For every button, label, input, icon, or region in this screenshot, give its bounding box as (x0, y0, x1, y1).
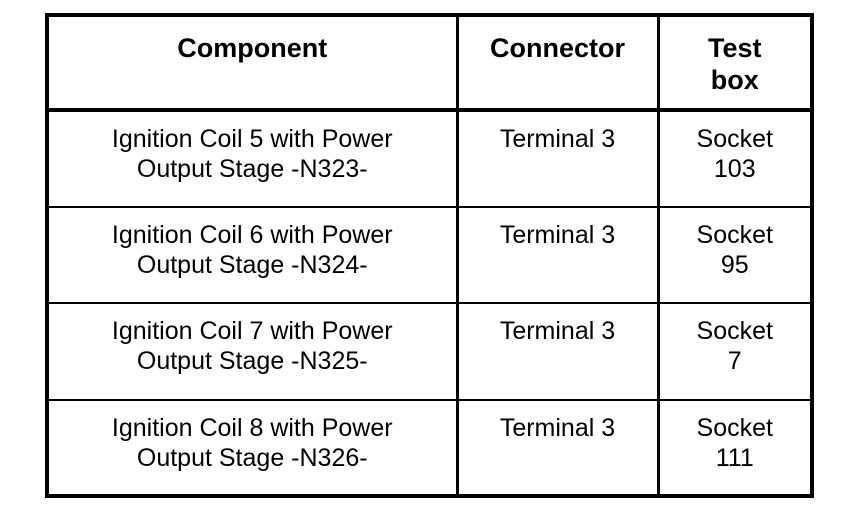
cell-component-line2: Output Stage -N323- (136, 155, 368, 183)
cell-test-box: Socket 7 (656, 302, 812, 400)
cell-component-line2: Output Stage -N324- (136, 250, 368, 279)
cell-component-line2: Output Stage -N325- (136, 347, 368, 375)
cell-test-box-line1: Socket (696, 220, 773, 249)
column-header-test-box: Test box (656, 15, 812, 112)
column-header-connector: Connector (455, 15, 658, 112)
cell-component: Ignition Coil 7 with Power Output Stage … (47, 302, 457, 400)
table-header: Component Connector Test box (47, 15, 812, 112)
table-header-row: Component Connector Test box (47, 15, 812, 112)
column-header-component: Component (47, 15, 457, 112)
cell-test-box-line2: 111 (715, 443, 754, 472)
cell-test-box-line1: Socket (696, 413, 773, 442)
cell-test-box-line2: 95 (720, 250, 749, 279)
cell-component-line1: Ignition Coil 7 with Power (111, 317, 393, 345)
table-body: Ignition Coil 5 with Power Output Stage … (47, 110, 812, 496)
table-row: Ignition Coil 8 with Power Output Stage … (47, 398, 812, 496)
cell-test-box-line2: 103 (713, 155, 756, 183)
cell-component-line2: Output Stage -N326- (136, 443, 368, 472)
cell-component-line1: Ignition Coil 5 with Power (111, 125, 393, 153)
cell-component-line1: Ignition Coil 8 with Power (111, 413, 393, 442)
cell-connector-value: Terminal 3 (499, 413, 616, 442)
column-header-connector-label: Connector (490, 33, 625, 63)
cell-test-box-line2: 7 (727, 347, 742, 375)
cell-connector: Terminal 3 (455, 205, 658, 303)
cell-component: Ignition Coil 5 with Power Output Stage … (47, 110, 457, 207)
cell-connector-value: Terminal 3 (499, 125, 616, 153)
cell-connector: Terminal 3 (455, 110, 658, 207)
cell-test-box: Socket 111 (656, 398, 812, 496)
component-connector-testbox-table: Component Connector Test box Ignition Co… (45, 13, 814, 498)
column-header-test-box-label-line2: box (710, 64, 759, 95)
cell-test-box-line1: Socket (696, 125, 773, 153)
cell-test-box: Socket 95 (656, 205, 812, 303)
cell-test-box-line1: Socket (696, 317, 773, 345)
table-row: Ignition Coil 5 with Power Output Stage … (47, 110, 812, 207)
cell-connector-value: Terminal 3 (499, 220, 616, 249)
cell-connector: Terminal 3 (455, 302, 658, 400)
cell-component-line1: Ignition Coil 6 with Power (111, 220, 393, 249)
column-header-component-label: Component (177, 33, 328, 63)
cell-connector: Terminal 3 (455, 398, 658, 496)
table-row: Ignition Coil 6 with Power Output Stage … (47, 205, 812, 303)
cell-connector-value: Terminal 3 (499, 317, 616, 345)
column-header-test-box-label-line1: Test (707, 33, 762, 63)
cell-component: Ignition Coil 8 with Power Output Stage … (47, 398, 457, 496)
table-row: Ignition Coil 7 with Power Output Stage … (47, 302, 812, 400)
cell-test-box: Socket 103 (656, 110, 812, 207)
cell-component: Ignition Coil 6 with Power Output Stage … (47, 205, 457, 303)
